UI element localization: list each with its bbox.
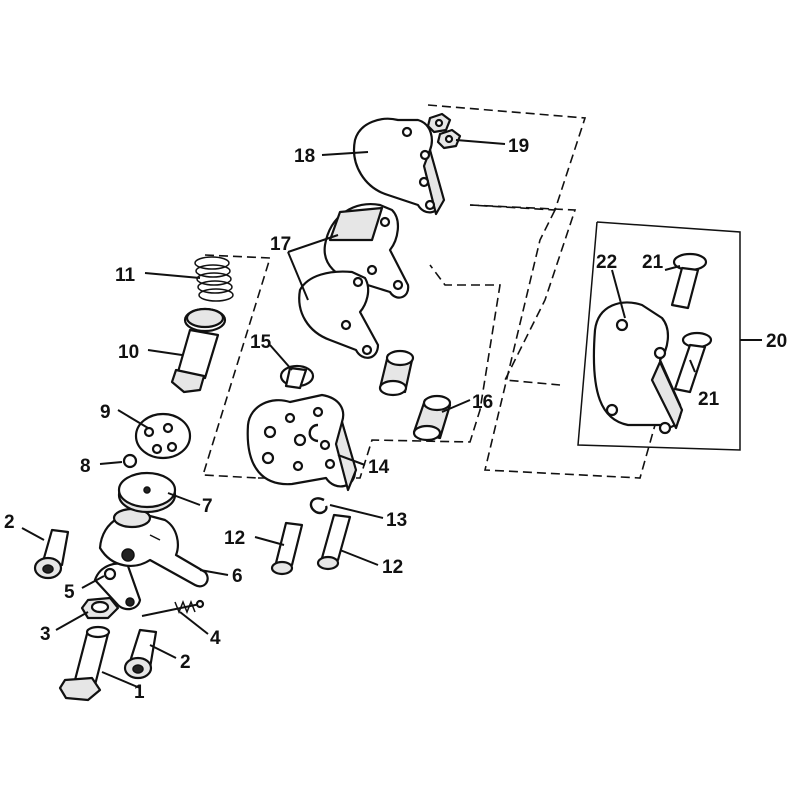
part-12-pin-right: [316, 513, 352, 571]
callout-21: 21: [642, 252, 664, 273]
part-5-link-plate: [93, 562, 142, 611]
part-22-bracket-plate: [592, 301, 684, 435]
part-16-bushing-upper: [378, 349, 415, 397]
callout-1: 1: [134, 682, 145, 703]
part-14-main-plate: [246, 393, 358, 492]
part-2-socket-screw-lower: [123, 628, 158, 680]
part-9-cam-disc: [134, 412, 192, 460]
callout-11: 11: [115, 265, 136, 286]
callout-6: 6: [232, 566, 243, 587]
part-13-clip-ring: [309, 497, 328, 515]
callout-17: 17: [270, 234, 291, 255]
part-7-roller-disc: [117, 471, 177, 514]
callout-7: 7: [202, 496, 213, 517]
callout-22: 22: [596, 252, 617, 273]
part-10-plunger: [170, 307, 227, 394]
part-2-socket-screw-upper: [33, 528, 70, 580]
callout-15: 15: [250, 332, 272, 353]
part-21-pin-upper: [670, 252, 708, 310]
left-assembly-outline: [201, 254, 272, 479]
callout-2: 2: [4, 512, 15, 533]
part-12-pin-left: [270, 521, 304, 576]
part-18-upper-bracket: [352, 117, 446, 216]
callout-labels: 1 2 2 3 4 5 6 7 8 9 10 11 12 12 13 14 15…: [4, 136, 787, 703]
callout-13: 13: [386, 510, 407, 531]
callout-20: 20: [766, 331, 787, 352]
callout-9: 9: [100, 402, 111, 423]
part-19-nut-upper: [426, 112, 452, 134]
callout-18: 18: [294, 146, 315, 167]
upper-assembly-outline: [427, 104, 587, 211]
callout-12: 12: [224, 528, 245, 549]
part-17-side-plate-lower: [298, 270, 380, 359]
middle-assembly-outline: [469, 204, 577, 386]
part-11-coil-spring: [194, 256, 234, 302]
dashed-assembly-outlines: [201, 104, 762, 479]
part-8-ball: [122, 453, 138, 469]
callout-5: 5: [64, 582, 75, 603]
part-15-washer: [279, 364, 315, 390]
part-4-spring: [141, 599, 205, 617]
callout-4: 4: [210, 628, 221, 649]
callout-19: 19: [508, 136, 529, 157]
part-1-bolt: [58, 625, 111, 702]
callout-3: 3: [40, 624, 51, 645]
part-19-nut-lower: [436, 128, 462, 150]
part-6-lever-arm: [98, 507, 209, 588]
callout-14: 14: [368, 457, 390, 478]
callout-12: 12: [382, 557, 403, 578]
callout-21: 21: [698, 389, 720, 410]
callout-16: 16: [472, 392, 493, 413]
assembly-20-box: [577, 221, 741, 451]
callout-10: 10: [118, 342, 139, 363]
callout-8: 8: [80, 456, 91, 477]
part-21-pin-lower: [673, 331, 713, 394]
part-16-bushing-lower: [412, 394, 452, 442]
part-3-nut: [80, 596, 120, 620]
callout-2: 2: [180, 652, 191, 673]
leader-lines: [21, 139, 696, 689]
left-assembly-outline-right: [258, 264, 501, 479]
right-assembly-outline: [483, 209, 656, 479]
